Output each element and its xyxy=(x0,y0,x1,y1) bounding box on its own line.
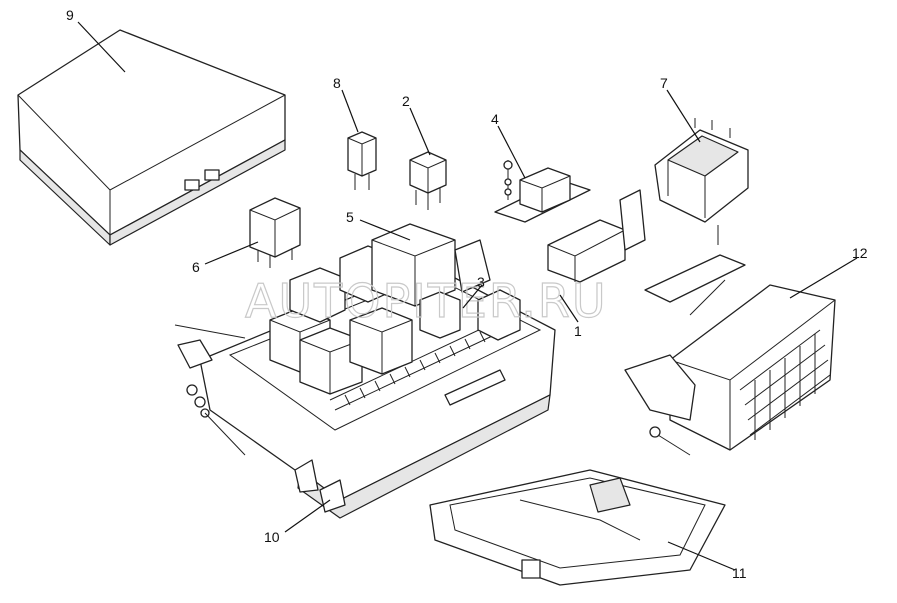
callout-1: 1 xyxy=(574,323,582,339)
part-4-bracketed-relay xyxy=(494,160,591,223)
part-1-bracket xyxy=(547,189,646,283)
callout-10: 10 xyxy=(264,529,280,545)
part-11-tray xyxy=(429,469,726,586)
callout-12: 12 xyxy=(852,245,868,261)
part-fastener xyxy=(644,225,746,316)
part-7-large-relay xyxy=(654,118,749,223)
callout-11: 11 xyxy=(732,565,747,581)
callout-7: 7 xyxy=(660,75,668,91)
callout-8: 8 xyxy=(333,75,341,91)
part-12-fuse-block xyxy=(624,284,836,456)
part-9-lid xyxy=(17,29,286,246)
part-2-relay xyxy=(409,151,447,210)
callout-9: 9 xyxy=(66,7,74,23)
watermark: AUTOPITER.RU xyxy=(245,274,608,328)
callout-3: 3 xyxy=(477,274,485,290)
leader-lines xyxy=(77,21,858,571)
part-10-base xyxy=(174,223,556,519)
part-8-relay xyxy=(347,131,377,190)
callout-5: 5 xyxy=(346,209,354,225)
callout-2: 2 xyxy=(402,93,410,109)
callout-6: 6 xyxy=(192,259,200,275)
part-6-relay xyxy=(249,197,301,268)
callout-4: 4 xyxy=(491,111,499,127)
